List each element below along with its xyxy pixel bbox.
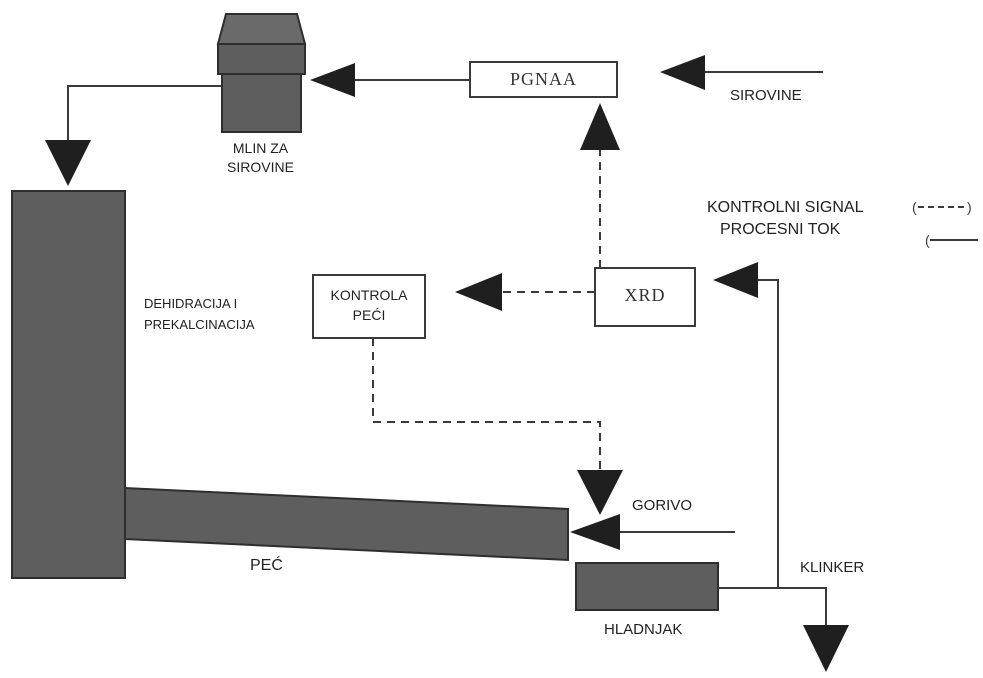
arrow-into-pgnaa-from-xrd bbox=[580, 103, 620, 150]
pgnaa-box bbox=[469, 61, 618, 98]
kiln-control-label-line1: KONTROLA bbox=[330, 287, 408, 303]
raw-mill-hopper bbox=[217, 43, 306, 75]
arrow-into-xrd bbox=[713, 262, 758, 298]
raw-mill-label: MLIN ZA SIROVINE bbox=[203, 139, 318, 177]
kiln-body bbox=[124, 486, 569, 562]
legend-bracket-dashed: ( bbox=[912, 199, 917, 215]
preheater-tower bbox=[11, 190, 126, 579]
flow-mill-to-tower-line bbox=[67, 85, 222, 140]
fuel-label: GORIVO bbox=[632, 497, 693, 514]
arrow-into-tower bbox=[45, 140, 91, 186]
arrow-into-mill bbox=[310, 63, 355, 97]
control-signal-lines bbox=[372, 150, 601, 470]
arrow-fuel-into-kiln bbox=[570, 514, 620, 550]
arrow-clinker-out bbox=[803, 625, 849, 672]
arrow-fuel-down bbox=[577, 470, 623, 515]
clinker-label: KLINKER bbox=[800, 559, 865, 576]
flow-clinker-out-line bbox=[778, 587, 827, 625]
legend-process-flow: PROCESNI TOK bbox=[720, 221, 841, 238]
cooler-body bbox=[575, 562, 719, 611]
dehydration-label-line2: PREKALCINACIJA bbox=[144, 317, 255, 332]
raw-mill-label-line1: MLIN ZA bbox=[232, 140, 289, 156]
dehydration-label: DEHIDRACIJA I PREKALCINACIJA bbox=[144, 293, 255, 335]
raw-mill-top bbox=[216, 13, 307, 45]
raw-mill bbox=[216, 13, 307, 133]
pgnaa-label: PGNAA bbox=[509, 69, 577, 89]
raw-mill-body bbox=[221, 73, 302, 133]
legend-control-signal: KONTROLNI SIGNAL bbox=[707, 199, 864, 216]
raw-materials-label: SIROVINE bbox=[730, 87, 802, 104]
dehydration-label-line1: DEHIDRACIJA I bbox=[144, 296, 238, 311]
arrow-into-kiln-control bbox=[455, 273, 502, 311]
legend-bracket-solid: ( bbox=[925, 232, 930, 248]
signal-control-to-fuel-line bbox=[372, 338, 601, 470]
kiln-control-label: KONTROLA PEĆI bbox=[313, 285, 425, 325]
legend-brackets: ( ( ) bbox=[912, 199, 972, 248]
arrowheads bbox=[45, 55, 849, 672]
raw-mill-label-line2: SIROVINE bbox=[227, 159, 294, 175]
legend-samples bbox=[918, 206, 978, 241]
kiln-label: PEĆ bbox=[250, 557, 283, 574]
flow-clinker-to-xrd-line bbox=[718, 279, 779, 589]
kiln-control-label-line2: PEĆI bbox=[352, 307, 386, 323]
cooler-label: HLADNJAK bbox=[604, 621, 683, 638]
kiln-control-box bbox=[312, 274, 426, 339]
xrd-label: XRD bbox=[624, 285, 666, 305]
arrow-into-pgnaa bbox=[660, 55, 705, 90]
process-flow-lines bbox=[67, 71, 827, 625]
legend-bracket-dashed-close: ) bbox=[967, 199, 972, 215]
xrd-box bbox=[594, 267, 696, 327]
